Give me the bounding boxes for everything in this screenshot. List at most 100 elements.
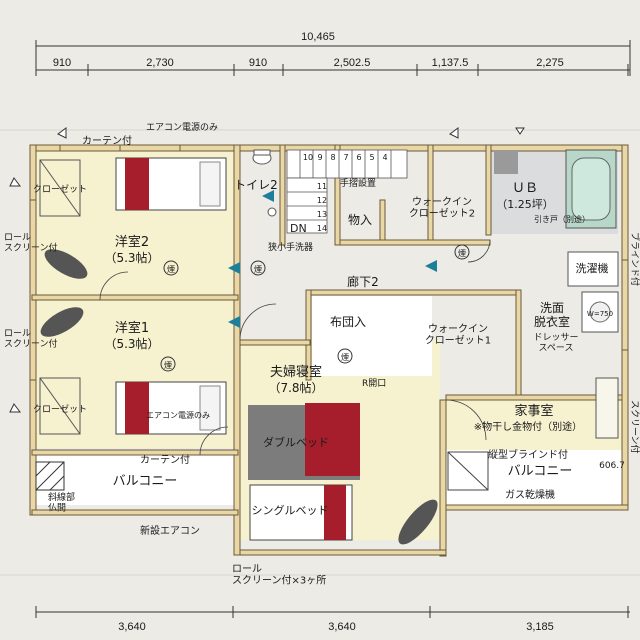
curtain-note-top: カーテン付 — [82, 134, 132, 147]
paper-lines — [0, 129, 640, 576]
closet-top-label: クローゼット — [33, 183, 87, 195]
stair-num: 13 — [317, 210, 327, 219]
balcony-left-label: バルコニー — [113, 474, 178, 489]
altar-note: 斜線部仏間 — [48, 491, 75, 513]
stair-num: 9 — [317, 153, 322, 162]
roll-screen-bottom: ロールスクリーン付×3ヶ所 — [232, 564, 326, 587]
label-line: 仏間 — [48, 502, 66, 513]
ub-size: （1.25坪） — [496, 198, 554, 211]
roll-screen-2: ロールスクリーン付 — [4, 329, 58, 349]
dim-top-6: 2,275 — [536, 57, 564, 69]
smoke-detector-label: 煙 — [167, 265, 175, 274]
label-line: クローゼット2 — [409, 208, 475, 220]
label-line: ドレッサー — [533, 332, 578, 343]
dim-bottom-1: 3,640 — [118, 621, 146, 633]
closet-bottom-label: クローゼット — [33, 403, 87, 415]
dim-top-2: 2,730 — [146, 57, 174, 69]
label-line: ロール — [4, 233, 31, 243]
futon-label: 布団入 — [330, 315, 366, 329]
aircon-outlet-top: エアコン電源のみ — [146, 122, 218, 133]
smoke-detector-label: 煙 — [254, 265, 262, 274]
dim-bottom-3: 3,185 — [526, 621, 554, 633]
roll-screen-1: ロールスクリーン付 — [4, 233, 58, 253]
label-line: 斜線部 — [48, 491, 75, 503]
double-bed-label: ダブルベッド — [263, 435, 329, 449]
dim-total: 10,465 — [301, 31, 335, 43]
closet-top — [39, 159, 81, 217]
blind-right-note: ブラインド付 — [629, 232, 640, 286]
stair-num: 4 — [382, 153, 387, 162]
bed-room2 — [115, 157, 227, 211]
walls — [29, 144, 629, 557]
vent-arrows — [228, 190, 437, 328]
storage-label: 物入 — [348, 213, 372, 227]
washer-label: 洗濯機 — [576, 261, 609, 275]
master-name: 夫婦寝室 — [270, 364, 322, 380]
dimension-lines — [35, 40, 631, 618]
screen-right-note: スクリーン付 — [629, 400, 640, 454]
label-line: クローゼット1 — [425, 335, 491, 347]
ub-name: ＵＢ — [512, 181, 538, 196]
stair-num: 5 — [369, 153, 374, 162]
bed-room1 — [115, 381, 227, 435]
dim-top-3: 910 — [249, 57, 267, 69]
vertical-blind-note: 縦型ブラインド付 — [488, 448, 568, 461]
label-line: ロール — [4, 329, 31, 339]
stairs — [286, 149, 408, 234]
room2-size: （5.3帖） — [104, 250, 159, 265]
walkin2-label: ウォークインクローゼット2 — [409, 196, 475, 220]
label-line: 洗面 — [540, 301, 564, 315]
toilet-label: トイレ2 — [234, 178, 278, 192]
washbasin — [581, 291, 619, 333]
smoke-detectors — [160, 244, 470, 372]
wall-width-label: W=750 — [587, 310, 613, 318]
aircon-units — [40, 249, 438, 545]
drying-hardware-note: ※物干し金物付（別途） — [474, 420, 582, 433]
dim-top-5: 1,137.5 — [432, 57, 469, 69]
room1-size: （5.3帖） — [104, 336, 159, 351]
toilet-fixture — [252, 149, 277, 217]
room2-name: 洋室2 — [115, 234, 149, 250]
sliding-door-note: 引き戸（別途） — [534, 214, 590, 224]
door-swings — [99, 239, 491, 456]
section-marks — [9, 127, 525, 413]
work-counter — [595, 377, 619, 439]
label-line: スクリーン付 — [4, 338, 58, 349]
hand-wash-label: 狭小手洗器 — [268, 241, 313, 253]
stair-num: 14 — [317, 224, 327, 233]
single-bed-label: シングルベッド — [252, 503, 329, 517]
room1-name: 洋室1 — [115, 320, 149, 336]
bathtub — [494, 149, 617, 229]
label-line: スクリーン付×3ヶ所 — [232, 574, 326, 587]
smoke-detector-label: 煙 — [458, 249, 466, 258]
dim-top-4: 2,502.5 — [334, 57, 371, 69]
stair-num: 8 — [330, 153, 335, 162]
stair-num: 12 — [317, 196, 327, 205]
gas-dryer-label: ガス乾燥機 — [505, 488, 555, 501]
housework-label: 家事室 — [514, 403, 553, 419]
stair-num: 6 — [356, 153, 361, 162]
washroom-label: 洗面脱衣室 — [534, 301, 570, 329]
r-opening-note: R開口 — [362, 378, 386, 389]
closet-bottom — [39, 377, 81, 435]
handrail-note: 手摺設置 — [340, 177, 376, 189]
dim-top-1: 910 — [53, 57, 71, 69]
curtain-note-mid: カーテン付 — [140, 453, 190, 466]
label-line: ウォークイン — [428, 323, 488, 335]
walkin1-label: ウォークインクローゼット1 — [425, 323, 491, 347]
smoke-detector-label: 煙 — [164, 361, 172, 370]
stairs-dn: DN — [290, 222, 307, 235]
hall-label: 廊下2 — [347, 274, 379, 289]
stair-numbers: 10 9 8 7 6 5 4 11 12 13 14 — [303, 153, 388, 233]
washer — [567, 251, 619, 287]
stair-num: 11 — [317, 182, 327, 191]
smoke-detector-label: 煙 — [341, 353, 349, 362]
label-line: ウォークイン — [412, 196, 472, 208]
gas-dryer-box — [447, 451, 489, 491]
altar-area — [35, 461, 65, 491]
stair-num: 10 — [303, 153, 313, 162]
single-bed — [249, 484, 353, 541]
right-dimension: 606.7 — [599, 461, 625, 471]
balcony-right-label: バルコニー — [508, 464, 573, 479]
